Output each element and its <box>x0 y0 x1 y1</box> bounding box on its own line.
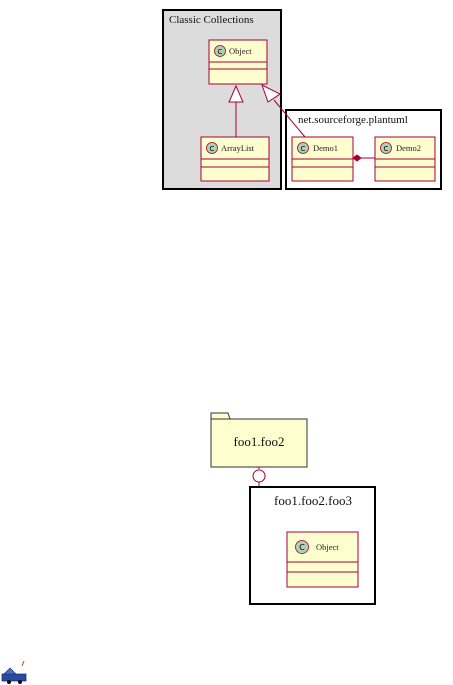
package-foo1-foo2-title: foo1.foo2 <box>234 434 285 449</box>
class-stereotype-letter: C <box>384 145 389 153</box>
package-classic-collections-title: Classic Collections <box>169 14 254 26</box>
class-demo2-name: Demo2 <box>396 143 421 153</box>
class-object-bottom[interactable]: C Object <box>286 531 359 588</box>
package-net-sourceforge-plantuml-title: net.sourceforge.plantuml <box>298 114 408 126</box>
inheritance-arrowhead-icon <box>228 84 244 103</box>
class-arraylist[interactable]: C ArrayList <box>200 136 270 182</box>
class-object[interactable]: C Object <box>208 39 268 85</box>
class-stereotype-icon <box>295 540 309 554</box>
package-foo1-foo2: foo1.foo2 <box>210 412 308 468</box>
class-demo2[interactable]: C Demo2 <box>374 136 436 182</box>
corner-logo-icon <box>1 660 27 684</box>
inheritance-arraylist-object <box>228 84 244 137</box>
class-object-bottom-name: Object <box>316 542 339 552</box>
class-object-name: Object <box>229 46 252 56</box>
class-stereotype-letter: C <box>301 145 306 153</box>
inheritance-arrowhead-icon <box>261 83 281 103</box>
class-demo1[interactable]: C Demo1 <box>291 136 354 182</box>
package-foo1-foo2-foo3-title: foo1.foo2.foo3 <box>274 493 352 508</box>
class-arraylist-name: ArrayList <box>221 143 255 153</box>
class-stereotype-icon <box>297 142 309 154</box>
class-demo1-name: Demo1 <box>313 143 338 153</box>
inheritance-demo1-object <box>261 83 306 138</box>
composition-demo1-demo2 <box>352 154 375 162</box>
class-stereotype-icon <box>214 45 226 57</box>
class-stereotype-icon <box>206 142 218 154</box>
class-stereotype-letter: C <box>218 48 223 56</box>
class-stereotype-letter: C <box>210 145 215 153</box>
nesting-connector <box>252 467 266 487</box>
composition-diamond-icon <box>352 154 362 162</box>
class-stereotype-letter: C <box>299 543 305 552</box>
class-stereotype-icon <box>380 142 392 154</box>
nesting-circle-icon <box>252 469 266 483</box>
